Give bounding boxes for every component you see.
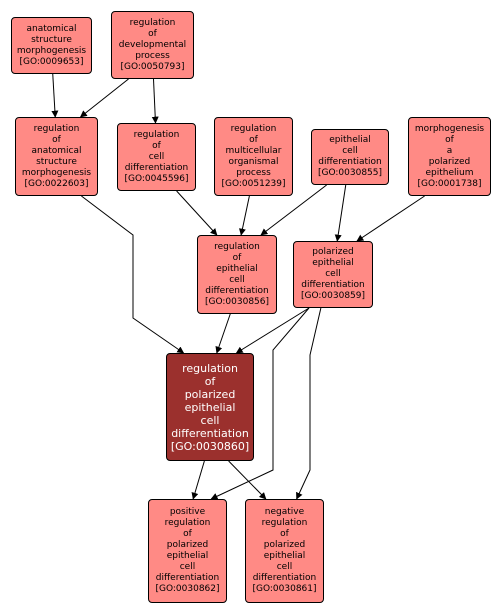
edge-go0051239-to-go0030856 xyxy=(239,195,250,236)
edge-go0045596-to-go0030856 xyxy=(176,190,218,236)
node-regulation-of-multicellular-organismal-process[interactable]: regulation of multicellular organismal p… xyxy=(214,117,293,196)
node-morphogenesis-of-a-polarized-epithelium[interactable]: morphogenesis of a polarized epithelium … xyxy=(408,117,491,196)
node-regulation-of-anatomical-structure-morphogenesis[interactable]: regulation of anatomical structure morph… xyxy=(15,117,98,196)
node-regulation-of-epithelial-cell-differentiation[interactable]: regulation of epithelial cell differenti… xyxy=(197,235,277,314)
edge-go0030859-to-go0030862 xyxy=(210,307,310,500)
edge-go0030855-to-go0030859 xyxy=(334,184,347,242)
edge-go0030855-to-go0030856 xyxy=(260,184,327,236)
edge-go0001738-to-go0030859 xyxy=(356,195,425,242)
edge-go0009653-to-go0022603 xyxy=(51,73,59,118)
node-regulation-of-polarized-epithelial-cell-differentiation[interactable]: regulation of polarized epithelial cell … xyxy=(166,353,254,461)
edge-go0030856-to-go0030860 xyxy=(215,313,231,354)
node-regulation-of-developmental-process[interactable]: regulation of developmental process [GO:… xyxy=(111,11,194,79)
edge-go0050793-to-go0022603 xyxy=(79,78,129,118)
edge-go0030860-to-go0030861 xyxy=(228,460,267,500)
node-positive-regulation-of-polarized-epithelial-cell-differentiation[interactable]: positive regulation of polarized epithel… xyxy=(148,499,227,603)
node-anatomical-structure-morphogenesis[interactable]: anatomical structure morphogenesis [GO:0… xyxy=(11,17,92,74)
edge-go0050793-to-go0045596 xyxy=(151,78,159,124)
node-polarized-epithelial-cell-differentiation[interactable]: polarized epithelial cell differentiatio… xyxy=(293,241,373,308)
node-epithelial-cell-differentiation[interactable]: epithelial cell differentiation [GO:0030… xyxy=(311,129,389,185)
edge-go0030860-to-go0030862 xyxy=(191,460,205,500)
node-negative-regulation-of-polarized-epithelial-cell-differentiation[interactable]: negative regulation of polarized epithel… xyxy=(245,499,324,603)
edge-go0022603-to-go0030860 xyxy=(81,195,185,354)
node-regulation-of-cell-differentiation[interactable]: regulation of cell differentiation [GO:0… xyxy=(117,123,196,191)
edge-go0030859-to-go0030861 xyxy=(296,307,322,500)
edge-go0030859-to-go0030860 xyxy=(235,307,310,354)
